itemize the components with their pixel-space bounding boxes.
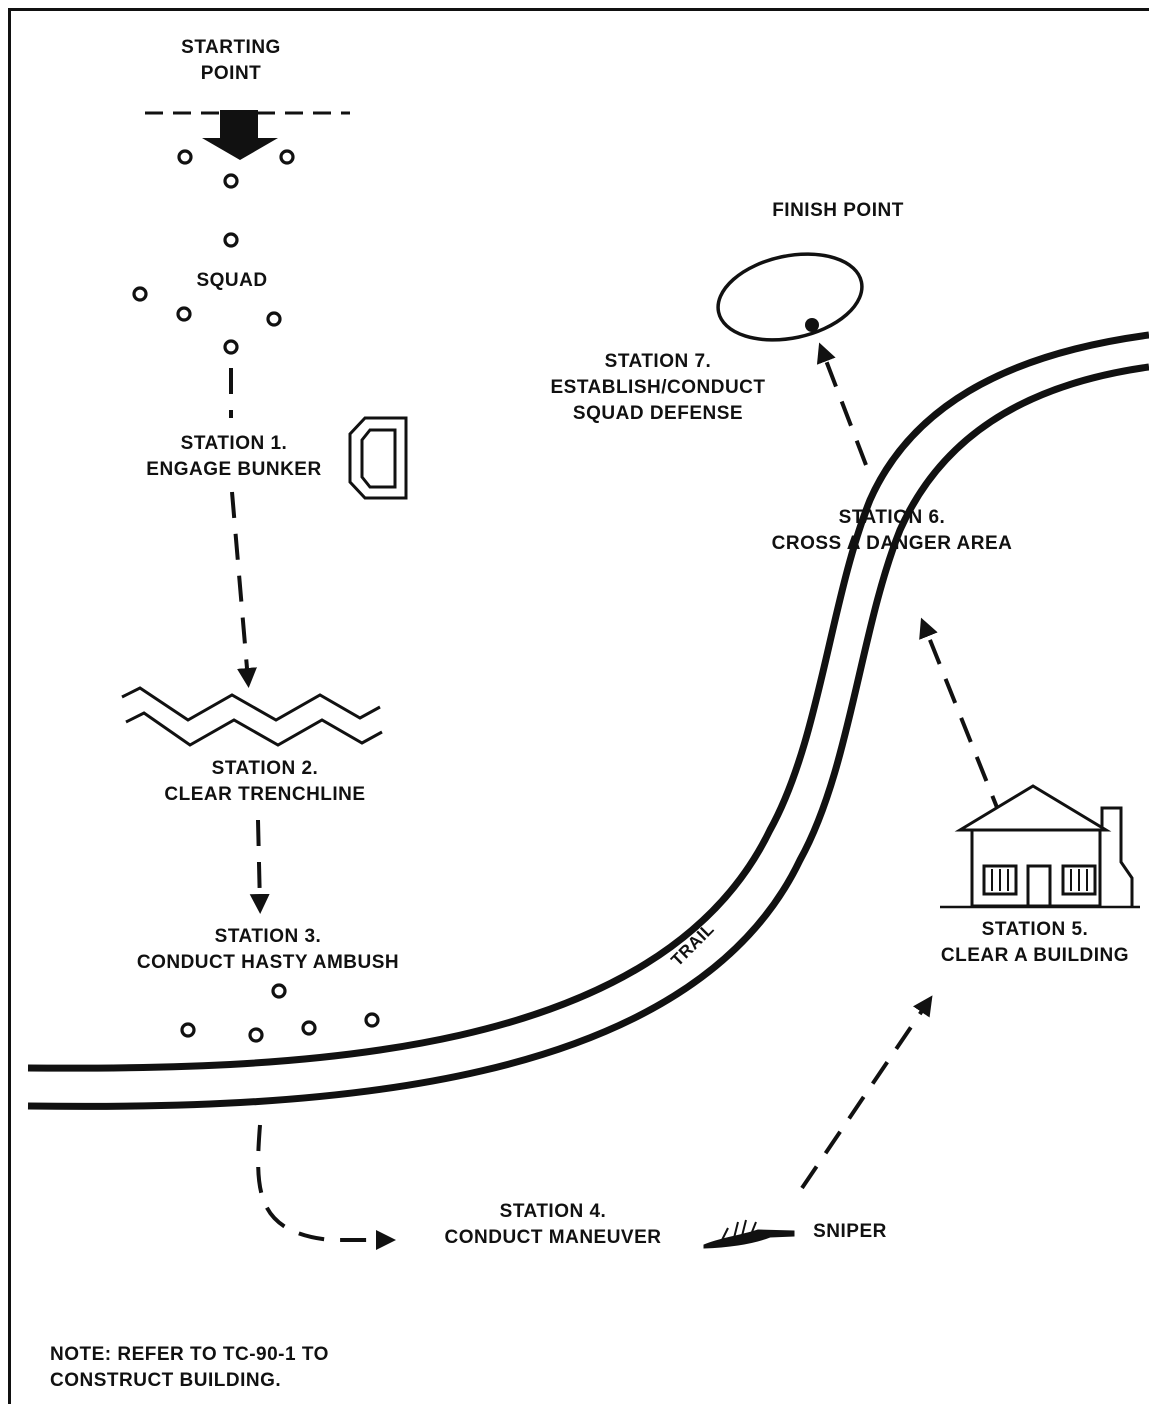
label-line: STATION 2. (211, 758, 319, 779)
ambush-formation (180, 983, 380, 1043)
label-line: FINISH POINT (772, 200, 904, 221)
soldier-marker (177, 149, 193, 165)
starting-point-label: STARTING POINT (131, 35, 331, 87)
label-line: STATION 7. (604, 351, 712, 372)
station6-label: STATION 6. CROSS A DANGER AREA (737, 505, 1047, 557)
route-to-station7 (816, 342, 868, 466)
route-to-station2 (230, 491, 257, 688)
sniper-label: SNIPER (800, 1219, 900, 1245)
label-line: SNIPER (813, 1221, 887, 1242)
label-line: STATION 4. (499, 1201, 607, 1222)
label-line: CONDUCT MANEUVER (444, 1227, 662, 1248)
station5-label: STATION 5. CLEAR A BUILDING (922, 917, 1148, 969)
label-line: SQUAD DEFENSE (572, 403, 744, 424)
soldier-marker (223, 339, 239, 355)
label-line: CONSTRUCT BUILDING. (50, 1370, 282, 1391)
station4-label: STATION 4. CONDUCT MANEUVER (408, 1199, 698, 1251)
station1-label: STATION 1. ENGAGE BUNKER (114, 431, 354, 483)
finish-point-dot (805, 318, 819, 332)
finish-point-circle (716, 252, 864, 342)
route-to-station4 (256, 1124, 396, 1250)
label-line: ENGAGE BUNKER (146, 459, 322, 480)
finish-point-label: FINISH POINT (738, 198, 938, 224)
soldier-marker (271, 983, 287, 999)
diagram-frame (8, 8, 1149, 1404)
label-line: CLEAR TRENCHLINE (164, 784, 366, 805)
trail (27, 331, 1149, 1110)
route-to-station5 (800, 995, 933, 1190)
station7-label: STATION 7. ESTABLISH/CONDUCT SQUAD DEFEN… (513, 349, 803, 427)
route-to-station3 (249, 819, 270, 914)
label-line: NOTE: REFER TO TC-90-1 TO (50, 1344, 329, 1365)
label-line: POINT (200, 63, 262, 84)
label-line: STATION 1. (180, 433, 288, 454)
movement-route (229, 342, 1004, 1250)
label-line: STATION 5. (981, 919, 1089, 940)
label-line: STATION 3. (214, 926, 322, 947)
trenchline-icon (121, 686, 383, 747)
soldier-marker (279, 149, 295, 165)
label-line: STARTING (181, 37, 281, 58)
note-text: NOTE: REFER TO TC-90-1 TO CONSTRUCT BUIL… (50, 1342, 410, 1394)
bunker-icon (348, 416, 408, 500)
soldier-marker (223, 173, 239, 189)
sniper-icon (703, 1219, 795, 1249)
soldier-marker (223, 232, 239, 248)
soldier-marker (364, 1012, 380, 1028)
label-line: CONDUCT HASTY AMBUSH (136, 952, 400, 973)
soldier-marker (180, 1022, 196, 1038)
house-icon (940, 784, 1140, 909)
label-line: STATION 6. (838, 507, 946, 528)
start-arrow-icon (202, 110, 278, 160)
soldier-marker (266, 311, 282, 327)
station2-label: STATION 2. CLEAR TRENCHLINE (140, 756, 390, 808)
station3-label: STATION 3. CONDUCT HASTY AMBUSH (98, 924, 438, 976)
route-to-station6 (919, 617, 1004, 821)
soldier-marker (176, 306, 192, 322)
soldier-marker (132, 286, 148, 302)
squad-formation (132, 149, 295, 355)
soldier-marker (248, 1027, 264, 1043)
label-line: CLEAR A BUILDING (940, 945, 1130, 966)
soldier-marker (301, 1020, 317, 1036)
squad-label: SQUAD (162, 268, 302, 294)
label-line: ESTABLISH/CONDUCT (550, 377, 766, 398)
label-line: CROSS A DANGER AREA (771, 533, 1013, 554)
label-line: SQUAD (196, 270, 268, 291)
